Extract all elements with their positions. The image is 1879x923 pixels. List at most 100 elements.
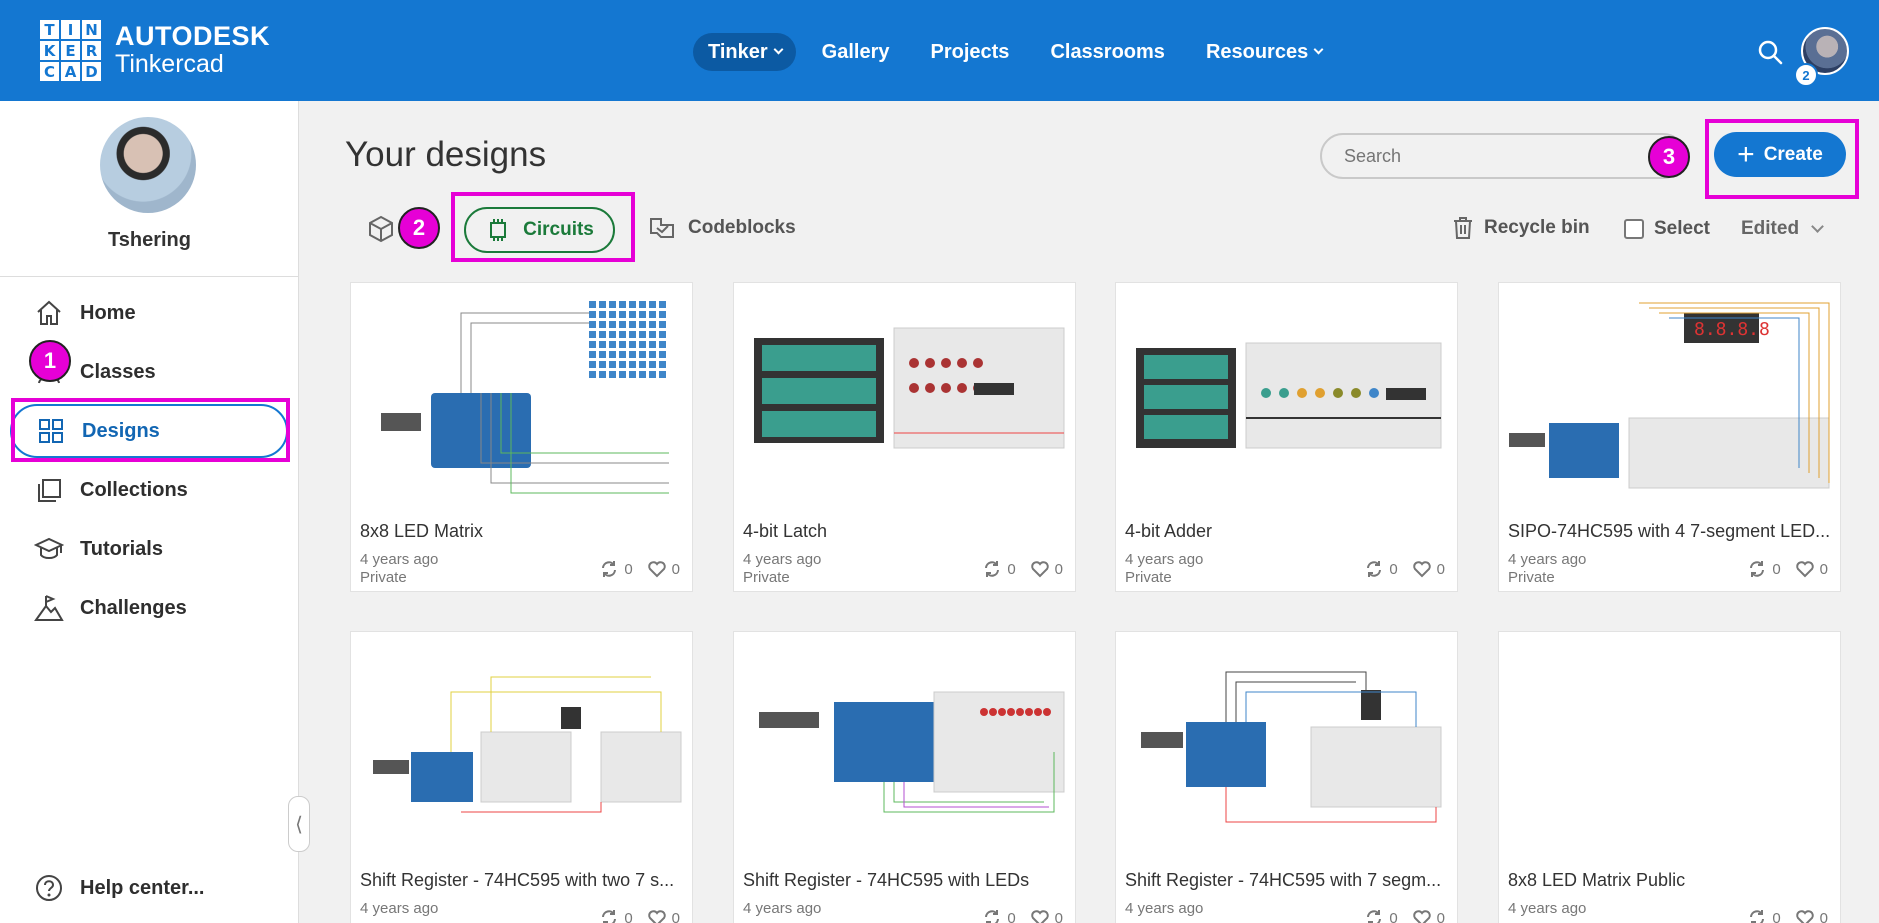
- design-thumbnail[interactable]: [1116, 283, 1459, 503]
- tab-3d-designs[interactable]: [366, 214, 396, 244]
- like-count: 0: [671, 560, 680, 578]
- heart-icon[interactable]: [1030, 908, 1050, 923]
- help-icon: [36, 875, 62, 901]
- annotation-badge-2: 2: [398, 207, 440, 249]
- search-icon[interactable]: [1757, 39, 1783, 65]
- design-thumbnail[interactable]: [734, 283, 1077, 503]
- design-thumbnail[interactable]: [1499, 632, 1842, 852]
- nav-tinker[interactable]: Tinker: [693, 33, 796, 71]
- remix-count: 0: [1389, 909, 1398, 923]
- design-card[interactable]: Shift Register - 74HC595 with two 7 s...…: [350, 631, 693, 923]
- circuits-highlight: [451, 192, 635, 262]
- design-title[interactable]: Shift Register - 74HC595 with 7 segm...: [1125, 870, 1442, 890]
- remix-icon: [1750, 910, 1765, 923]
- sidebar-item-tutorials[interactable]: Tutorials: [10, 522, 288, 576]
- remix-count: 0: [1007, 909, 1016, 923]
- tab-codeblocks[interactable]: Codeblocks: [648, 214, 796, 242]
- design-title[interactable]: Shift Register - 74HC595 with two 7 s...: [360, 870, 675, 890]
- plus-icon: +: [1737, 137, 1755, 171]
- sidebar: Tshering Home Classes Designs Collection…: [0, 101, 299, 923]
- nav-resources[interactable]: Resources: [1191, 33, 1337, 71]
- recycle-bin-button[interactable]: Recycle bin: [1452, 216, 1590, 240]
- select-checkbox[interactable]: Select: [1624, 218, 1710, 240]
- nav-gallery[interactable]: Gallery: [821, 40, 890, 63]
- brand-line2: Tinkercad: [115, 50, 224, 78]
- design-thumbnail[interactable]: [351, 283, 694, 503]
- divider: [0, 276, 298, 277]
- heart-icon[interactable]: [1412, 559, 1432, 579]
- sidebar-item-home[interactable]: Home: [10, 286, 288, 340]
- design-visibility: Private: [1508, 569, 1555, 586]
- remix-icon: [602, 910, 617, 923]
- design-thumbnail[interactable]: 8.8.8.8: [1499, 283, 1842, 503]
- heart-icon[interactable]: [1030, 559, 1050, 579]
- page-title: Your designs: [345, 135, 547, 174]
- heart-icon[interactable]: [1795, 908, 1815, 923]
- heart-icon[interactable]: [1795, 559, 1815, 579]
- design-visibility: Private: [360, 569, 407, 586]
- brand-line1: AUTODESK: [115, 21, 271, 51]
- design-title[interactable]: 8x8 LED Matrix Public: [1508, 870, 1686, 890]
- chevron-down-icon: [773, 44, 784, 55]
- profile-avatar[interactable]: [100, 117, 196, 213]
- design-title[interactable]: 8x8 LED Matrix: [360, 521, 484, 541]
- home-icon: [37, 300, 61, 325]
- sidebar-item-collections[interactable]: Collections: [10, 463, 288, 517]
- design-visibility: Private: [743, 569, 790, 586]
- design-thumbnail[interactable]: [351, 632, 694, 852]
- trash-icon: [1454, 217, 1472, 239]
- tab-circuits[interactable]: Circuits: [464, 207, 615, 253]
- annotation-badge-3: 3: [1648, 136, 1690, 178]
- collapse-sidebar-button[interactable]: ⟨: [288, 796, 310, 852]
- remix-icon: [602, 561, 617, 577]
- checkbox[interactable]: [1624, 219, 1644, 239]
- remix-icon: [985, 910, 1000, 923]
- remix-icon: [985, 561, 1000, 577]
- design-thumbnail[interactable]: [1116, 632, 1459, 852]
- sidebar-item-challenges[interactable]: Challenges: [10, 581, 288, 635]
- heart-icon[interactable]: [1412, 908, 1432, 923]
- brand-name[interactable]: AUTODESK Tinkercad: [115, 22, 270, 78]
- design-thumbnail[interactable]: [734, 632, 1077, 852]
- heart-icon[interactable]: [647, 559, 667, 579]
- design-date: 4 years ago: [1125, 900, 1204, 917]
- remix-icon: [1367, 561, 1382, 577]
- design-card[interactable]: Shift Register - 74HC595 with 7 segm... 4…: [1115, 631, 1458, 923]
- chip-icon: [490, 219, 507, 241]
- design-title[interactable]: 4-bit Latch: [743, 521, 828, 541]
- create-button[interactable]: +Create: [1714, 132, 1846, 177]
- like-count: 0: [1054, 560, 1063, 578]
- design-title[interactable]: SIPO-74HC595 with 4 7-segment LED...: [1508, 521, 1831, 541]
- help-center-link[interactable]: Help center...: [34, 873, 205, 903]
- like-count: 0: [1436, 560, 1445, 578]
- main-nav: Tinker Gallery Projects Classrooms Resou…: [693, 33, 1348, 71]
- design-title[interactable]: 4-bit Adder: [1125, 521, 1213, 541]
- profile-name: Tshering: [108, 229, 191, 251]
- svg-text:8.8.8.8: 8.8.8.8: [1694, 319, 1770, 340]
- heart-icon[interactable]: [647, 908, 667, 923]
- nav-classrooms[interactable]: Classrooms: [1050, 40, 1165, 63]
- design-date: 4 years ago: [743, 900, 822, 917]
- design-card[interactable]: Shift Register - 74HC595 with LEDs 4 year…: [733, 631, 1076, 923]
- design-title[interactable]: Shift Register - 74HC595 with LEDs: [743, 870, 1030, 890]
- sort-dropdown[interactable]: Edited: [1741, 218, 1824, 240]
- design-date: 4 years ago: [1508, 900, 1587, 917]
- chevron-down-icon: [1811, 219, 1824, 233]
- design-date: 4 years ago: [360, 900, 439, 917]
- remix-count: 0: [624, 560, 633, 578]
- nav-projects[interactable]: Projects: [930, 40, 1010, 63]
- collections-icon: [38, 479, 61, 502]
- like-count: 0: [1819, 560, 1828, 578]
- tinkercad-logo[interactable]: T I N K E R C A D: [40, 20, 101, 81]
- notification-badge[interactable]: 2: [1794, 63, 1818, 87]
- search-input[interactable]: [1320, 133, 1686, 179]
